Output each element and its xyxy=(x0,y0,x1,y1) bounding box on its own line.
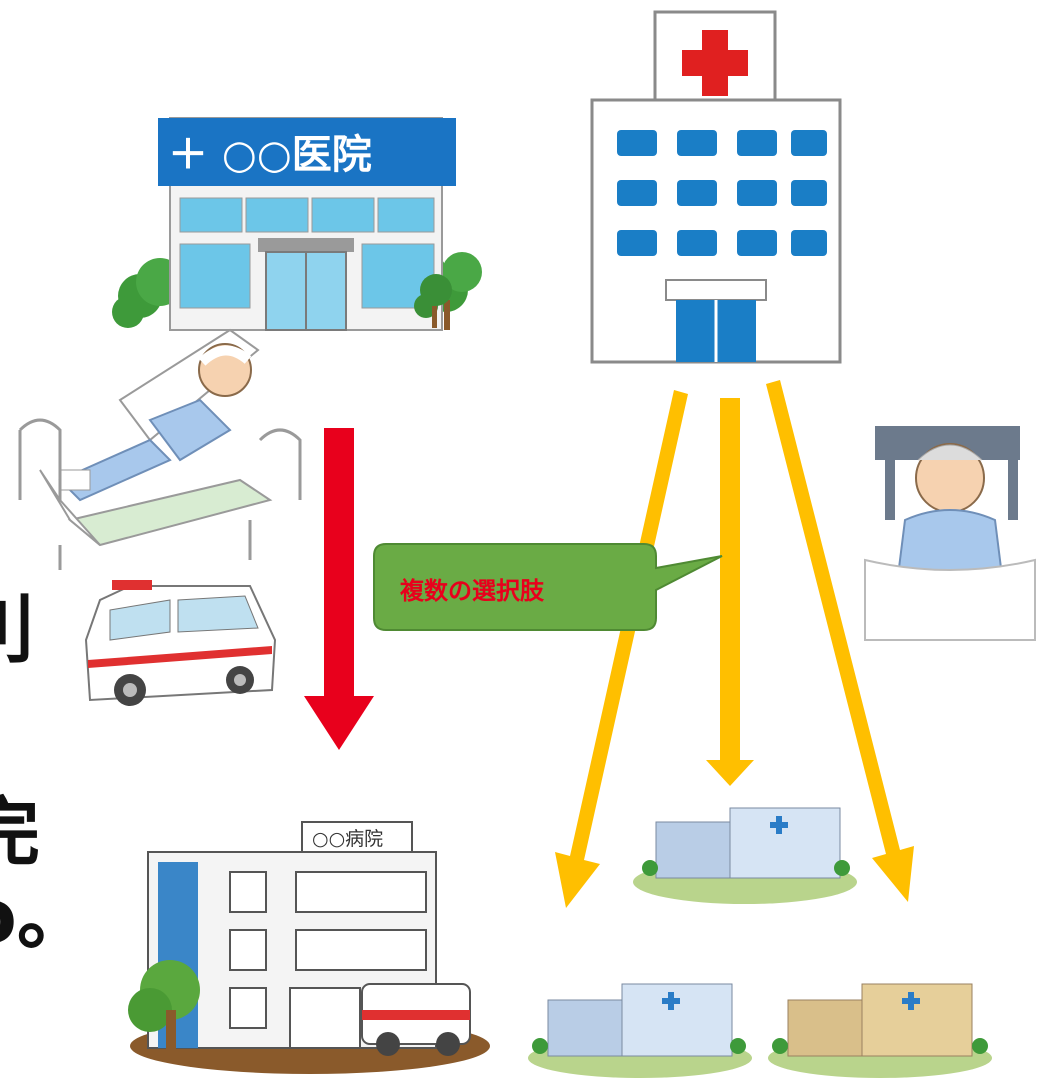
multiple-transfer-arrows xyxy=(555,380,914,908)
clinic-sign xyxy=(158,118,456,186)
hospital-illustration xyxy=(590,10,842,364)
clinic-sign-label: ＋ ○○医院 xyxy=(168,132,372,178)
left-edge-text-line3: ò。 xyxy=(0,874,91,960)
options-callout: 複数の選択肢 xyxy=(373,543,723,631)
ambulance-illustration xyxy=(84,580,277,706)
hospital-sign-label: ○○病院 xyxy=(312,828,383,850)
hospital-option-center xyxy=(633,807,857,904)
clinic-illustration: ＋ ○○医院 xyxy=(112,117,482,344)
elderly-patient-illustration xyxy=(864,420,1036,641)
left-edge-text-line2: 完 xyxy=(0,790,40,876)
injured-patient-bed-illustration xyxy=(18,328,302,572)
yellow-arrow-left xyxy=(555,390,688,908)
direct-transfer-arrow xyxy=(304,428,374,750)
destination-hospital-illustration: ○○病院 xyxy=(128,821,490,1074)
hospital-option-right xyxy=(768,983,992,1078)
callout-label: 複数の選択肢 xyxy=(400,577,545,605)
left-edge-text-line1: 刂 xyxy=(0,594,36,668)
hospital-option-left xyxy=(528,983,752,1078)
yellow-arrow-right xyxy=(766,380,914,902)
yellow-arrow-center xyxy=(706,398,754,786)
